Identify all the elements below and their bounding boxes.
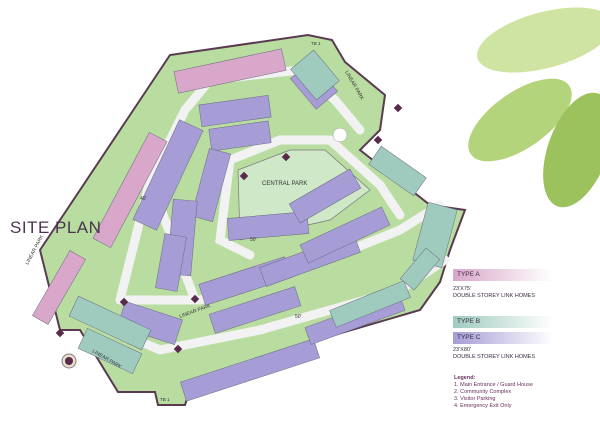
housing-block-type-c bbox=[198, 94, 272, 128]
tb-label: TB 1 bbox=[311, 41, 321, 46]
leaves-decoration bbox=[468, 7, 600, 208]
housing-block-type-c bbox=[132, 119, 204, 231]
legend-item: 1. Main Entrance / Guard House bbox=[454, 382, 533, 388]
housing-block-type-c bbox=[180, 338, 320, 402]
type-a-desc: DOUBLE STOREY LINK HOMES bbox=[453, 293, 536, 299]
type-bc-desc: DOUBLE STOREY LINK HOMES bbox=[453, 354, 536, 360]
road-width-label: 50' bbox=[250, 237, 257, 243]
type-bc-size: 23'X80' bbox=[453, 347, 472, 353]
legend-marker-4-icon bbox=[55, 328, 65, 338]
north-compass-icon bbox=[61, 353, 77, 369]
road bbox=[215, 155, 255, 260]
legend-marker-2-icon bbox=[281, 152, 291, 162]
type-b-badge: TYPE B bbox=[453, 316, 553, 328]
legend-marker-2-icon bbox=[173, 344, 183, 354]
road bbox=[225, 135, 405, 220]
legend-item: 4. Emergency Exit Only bbox=[454, 403, 512, 409]
housing-block-type-b bbox=[290, 49, 340, 101]
housing-block-type-b bbox=[68, 295, 152, 351]
housing-block-type-a bbox=[32, 250, 86, 325]
type-a-badge: TYPE A bbox=[453, 269, 553, 281]
leaf bbox=[468, 78, 572, 162]
legend-item: 2. Community Complex bbox=[454, 389, 512, 395]
housing-block-type-b bbox=[329, 280, 411, 328]
legend-marker-3-icon bbox=[190, 294, 200, 304]
type-a-size: 23'X75' bbox=[453, 286, 472, 292]
housing-block-type-c bbox=[288, 168, 362, 224]
road-width-label: 40' bbox=[140, 196, 147, 202]
type-c-badge: TYPE C bbox=[453, 332, 553, 344]
housing-block-type-c bbox=[155, 233, 187, 292]
legend-heading: Legend: bbox=[454, 375, 476, 381]
legend-marker-3-icon bbox=[119, 297, 129, 307]
legend-marker-1-icon bbox=[373, 135, 383, 145]
housing-block-type-b bbox=[399, 247, 441, 291]
leaf bbox=[476, 7, 600, 73]
page-title: SITE PLAN bbox=[10, 218, 102, 237]
housing-block-type-a bbox=[173, 48, 287, 94]
leaf bbox=[543, 92, 600, 208]
housing-block-type-c bbox=[208, 286, 302, 334]
road-width-label: 50' bbox=[295, 314, 302, 320]
housing-block-type-c bbox=[226, 211, 310, 241]
legend-marker-3-icon bbox=[239, 171, 249, 181]
housing-block-type-c bbox=[208, 120, 272, 152]
housing-block-type-b bbox=[77, 328, 143, 374]
central-park-label: CENTRAL PARK bbox=[262, 181, 307, 187]
tb-label: TB 1 bbox=[160, 397, 170, 402]
legend-item: 3. Visitor Parking bbox=[454, 396, 496, 402]
legend-marker-1-icon bbox=[393, 103, 403, 113]
housing-block-type-a bbox=[92, 131, 168, 249]
housing-block-type-c bbox=[299, 206, 391, 264]
housing-block-type-c bbox=[191, 148, 231, 222]
legend: Legend: 1. Main Entrance / Guard House 2… bbox=[454, 375, 533, 410]
roundabout bbox=[332, 127, 348, 143]
housing-block-type-b bbox=[368, 145, 427, 197]
